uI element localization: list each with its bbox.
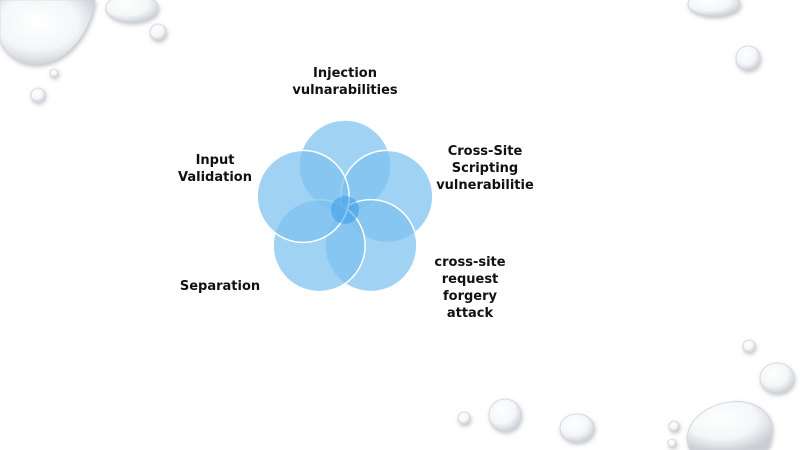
venn-center [331, 196, 359, 224]
label-line: Scripting [451, 161, 519, 176]
label-line: forgery [442, 289, 497, 304]
droplet-icon [559, 413, 595, 443]
label-injection-vulnerabilities: Injection vulnarabilities [270, 65, 420, 99]
droplet-icon [49, 68, 59, 78]
droplet-icon [667, 438, 677, 448]
droplet-icon [668, 420, 680, 432]
label-csrf-attack: cross-site request forgery attack [405, 254, 535, 322]
label-line: Injection [313, 66, 377, 81]
droplet-icon [687, 401, 773, 450]
droplet-icon [687, 0, 741, 17]
droplet-icon [735, 45, 761, 71]
droplet-icon [457, 411, 471, 425]
label-line: Validation [178, 170, 252, 185]
droplet-icon [742, 339, 756, 353]
droplet-icon [759, 362, 795, 394]
droplet-icon [30, 87, 46, 103]
label-line: vulnerabilitie [436, 178, 534, 193]
label-line: Input [195, 153, 235, 168]
label-line: vulnarabilities [292, 83, 398, 98]
label-separation: Separation [160, 278, 280, 295]
label-cross-site-scripting: Cross-Site Scripting vulnerabilitie [420, 143, 550, 194]
droplet-icon [488, 398, 522, 432]
label-line: Cross-Site [447, 144, 523, 159]
petal-input-validation [256, 149, 350, 244]
label-line: cross-site [434, 255, 506, 270]
droplet-icon [105, 0, 159, 23]
label-line: Separation [179, 279, 261, 294]
droplet-icon [0, 0, 96, 65]
label-line: request [441, 272, 499, 287]
label-input-validation: Input Validation [150, 152, 280, 186]
droplet-icon [149, 23, 167, 41]
label-line: attack [446, 306, 494, 321]
